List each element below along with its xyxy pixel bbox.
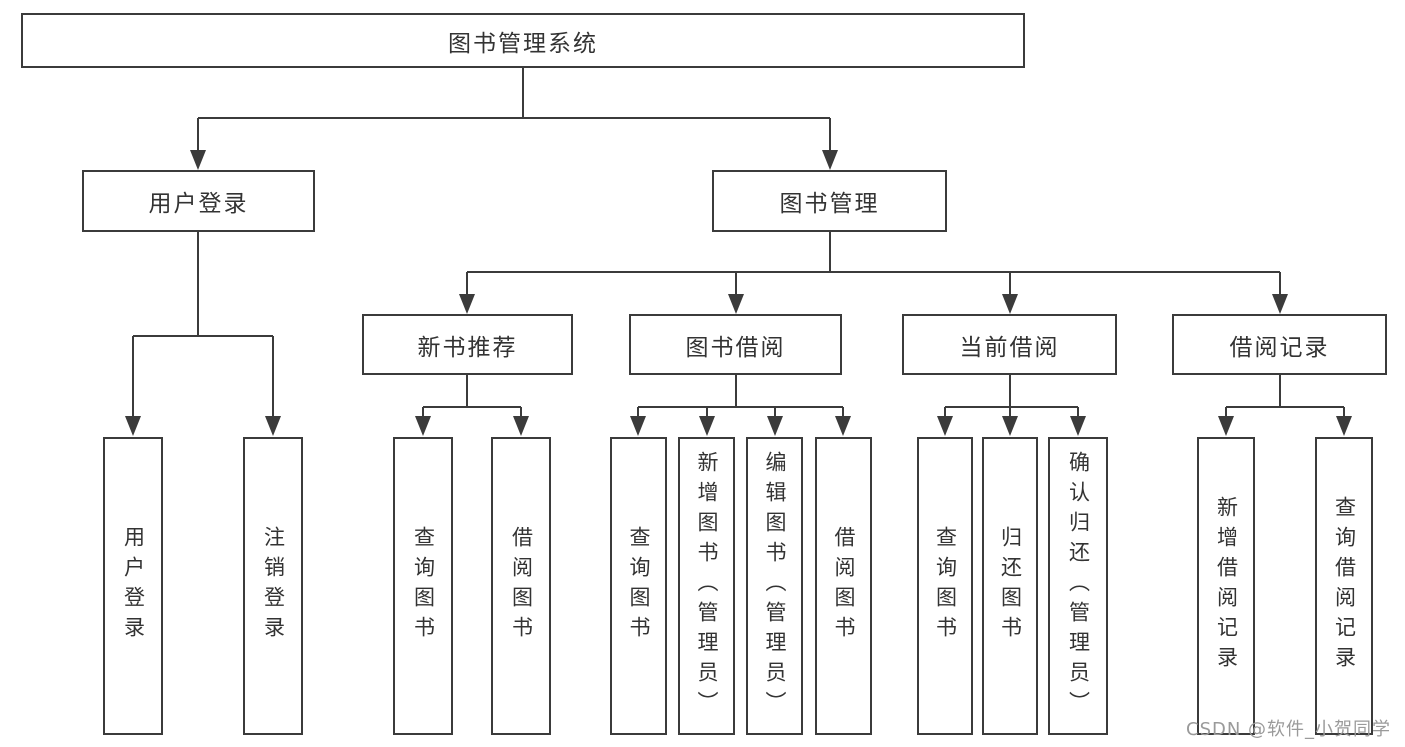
node-new-book-recommend: 新书推荐 — [362, 314, 573, 375]
leaf-borrow-books: 借阅图书 — [815, 437, 872, 735]
leaf-query-borrow-record: 查询借阅记录 — [1315, 437, 1373, 735]
leaf-query-books-recommend: 查询图书 — [393, 437, 453, 735]
leaf-query-borrow-record-label: 查询借阅记录 — [1332, 496, 1357, 676]
leaf-user-login-label: 用户登录 — [121, 526, 146, 646]
leaf-return-books-label: 归还图书 — [998, 526, 1023, 646]
leaf-user-login: 用户登录 — [103, 437, 163, 735]
leaf-confirm-return-admin-label: 确认归还（管理员） — [1066, 451, 1091, 721]
leaf-borrow-books-recommend-label: 借阅图书 — [509, 526, 534, 646]
leaf-query-books-current-label: 查询图书 — [933, 526, 958, 646]
tree-lines — [132, 68, 1345, 418]
leaf-query-books-borrow: 查询图书 — [610, 437, 667, 735]
leaf-add-borrow-record: 新增借阅记录 — [1197, 437, 1255, 735]
node-current-borrowing-label: 当前借阅 — [959, 334, 1060, 361]
node-book-management: 图书管理 — [712, 170, 947, 232]
node-book-borrowing: 图书借阅 — [629, 314, 842, 375]
node-new-book-recommend-label: 新书推荐 — [417, 334, 518, 361]
leaf-query-books-borrow-label: 查询图书 — [627, 526, 651, 646]
leaf-query-books-recommend-label: 查询图书 — [411, 526, 436, 646]
node-book-borrowing-label: 图书借阅 — [685, 334, 786, 361]
leaf-borrow-books-recommend: 借阅图书 — [491, 437, 551, 735]
node-borrowing-records: 借阅记录 — [1172, 314, 1387, 375]
leaf-query-books-current: 查询图书 — [917, 437, 973, 735]
leaf-return-books: 归还图书 — [982, 437, 1038, 735]
leaf-add-borrow-record-label: 新增借阅记录 — [1214, 496, 1239, 676]
leaf-logout: 注销登录 — [243, 437, 303, 735]
node-user-login: 用户登录 — [82, 170, 315, 232]
leaf-edit-books-admin-label: 编辑图书（管理员） — [763, 451, 787, 721]
node-user-login-label: 用户登录 — [148, 191, 249, 217]
leaf-add-books-admin: 新增图书（管理员） — [678, 437, 735, 735]
leaf-edit-books-admin: 编辑图书（管理员） — [746, 437, 803, 735]
node-borrowing-records-label: 借阅记录 — [1229, 334, 1330, 361]
leaf-confirm-return-admin: 确认归还（管理员） — [1048, 437, 1108, 735]
node-root: 图书管理系统 — [21, 13, 1025, 68]
node-current-borrowing: 当前借阅 — [902, 314, 1117, 375]
leaf-logout-label: 注销登录 — [261, 526, 286, 646]
csdn-watermark: CSDN @软件_小贺同学 — [1186, 719, 1392, 740]
leaf-add-books-admin-label: 新增图书（管理员） — [695, 451, 719, 721]
node-root-label: 图书管理系统 — [448, 30, 598, 57]
leaf-borrow-books-label: 借阅图书 — [832, 526, 856, 646]
node-book-management-label: 图书管理 — [779, 191, 880, 217]
